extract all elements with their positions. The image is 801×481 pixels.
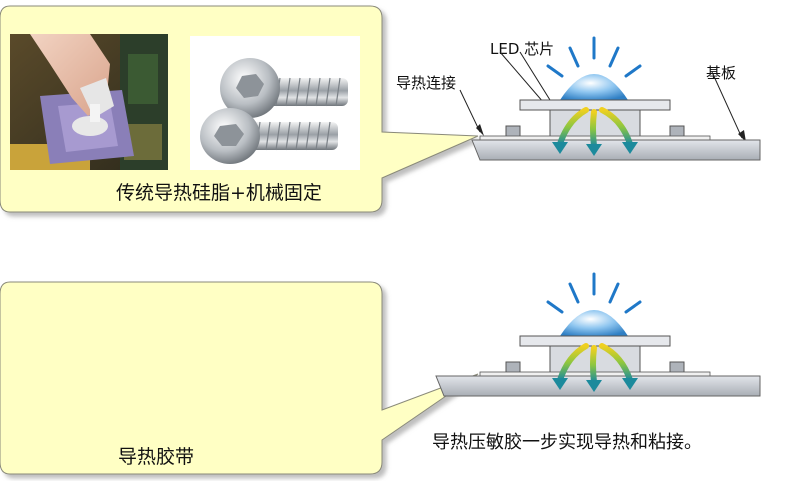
photo-chrome-screws [190, 36, 360, 170]
bottom-callout-bubble [0, 281, 479, 475]
bottom-caption: 导热胶带 [118, 446, 195, 468]
label-thermal-connection: 导热连接 [396, 74, 457, 92]
label-substrate: 基板 [706, 64, 737, 82]
led-diagram-bottom [435, 272, 761, 397]
side-caption: 导热压敏胶一步实现导热和粘接。 [432, 432, 702, 453]
label-led-chip: LED 芯片 [490, 40, 555, 58]
top-caption: 传统导热硅脂+机械固定 [116, 182, 322, 204]
photo-thermal-grease [10, 34, 168, 170]
led-diagram-top [459, 36, 761, 161]
